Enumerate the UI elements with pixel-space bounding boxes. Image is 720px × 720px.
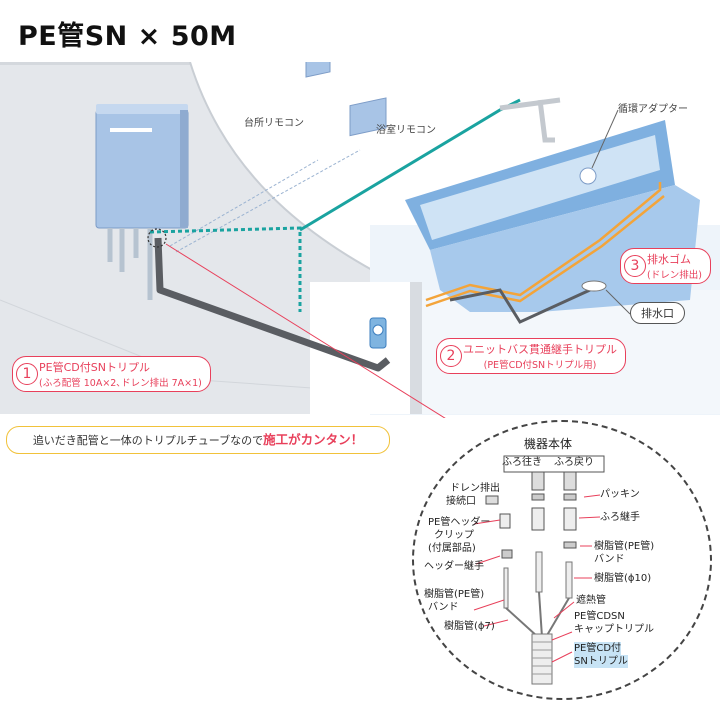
bath-joint-label: ふろ継手 [600, 512, 640, 523]
circulation-adapter-label: 循環アダプター [618, 104, 688, 115]
resin-pipe-10-label: 樹脂管(ϕ10) [594, 573, 652, 584]
detail-circle: 機器本体 ふろ往き ふろ戻り ドレン排出 接続口 パッキン ふろ継手 PE管ヘッ… [412, 420, 712, 700]
callout-main: 排水ゴム [647, 253, 691, 266]
header-clip-label-1: PE管ヘッダー [428, 517, 491, 528]
unit-label: 機器本体 [524, 437, 573, 451]
callout-main: ユニットバス貫通継手トリプル [463, 343, 617, 356]
resin-band-left-label-1: 樹脂管(PE管) [424, 589, 485, 600]
drain-outlet-label: 排水口 [630, 302, 685, 324]
banner-emphasis: 施工がカンタン！ [263, 432, 364, 447]
page-title: PE管SN × 50M [18, 21, 237, 52]
feature-banner: 追いだき配管と一体のトリプルチューブなので施工がカンタン！ [6, 426, 390, 454]
callout-main: PE管CD付SNトリプル [39, 361, 150, 374]
installation-illustration [0, 62, 720, 418]
callout-sub: (ふろ配管 10A×2､ドレン排出 7A×1) [39, 378, 202, 389]
callout-drain-rubber: 3 排水ゴム (ドレン排出) [620, 248, 711, 284]
header-clip-label-3: (付属部品) [428, 543, 476, 554]
callout-number: 2 [440, 345, 462, 367]
resin-band-right-label-2: バンド [594, 554, 625, 565]
resin-band-right-label-1: 樹脂管(PE管) [594, 541, 655, 552]
packing-label: パッキン [600, 489, 640, 500]
drain-port-label-1: ドレン排出 [450, 483, 500, 494]
banner-text: 追いだき配管と一体のトリプルチューブなので [32, 434, 264, 447]
pe-cd-triple-label-1: PE管CD付 [574, 642, 622, 655]
bath-remote-label: 浴室リモコン [376, 125, 436, 136]
header-clip-label-2: クリップ [434, 530, 474, 541]
resin-pipe-7-label: 樹脂管(ϕ7) [444, 621, 495, 632]
resin-band-left-label-2: バンド [428, 602, 459, 613]
bath-out-label: ふろ往き [502, 457, 542, 468]
callout-pe-triple: 1 PE管CD付SNトリプル (ふろ配管 10A×2､ドレン排出 7A×1) [12, 356, 211, 392]
cap-triple-label-2: キャップトリプル [574, 624, 654, 635]
callout-number: 3 [624, 255, 646, 277]
callout-number: 1 [16, 363, 38, 385]
detail-illustration [473, 455, 605, 685]
insulation-label: 遮熱管 [576, 595, 606, 606]
kitchen-remote-label: 台所リモコン [244, 118, 304, 129]
pe-cd-triple-label-2: SNトリプル [574, 655, 628, 668]
cap-triple-label-1: PE管CDSN [574, 611, 625, 622]
header-joint-label: ヘッダー継手 [424, 561, 484, 572]
callout-sub: (ドレン排出) [647, 270, 702, 281]
callout-unitbath-joint: 2 ユニットバス貫通継手トリプル (PE管CD付SNトリプル用) [436, 338, 626, 374]
drain-port-label-2: 接続口 [446, 496, 476, 507]
bath-return-label: ふろ戻り [554, 457, 594, 468]
callout-sub: (PE管CD付SNトリプル用) [483, 360, 597, 371]
